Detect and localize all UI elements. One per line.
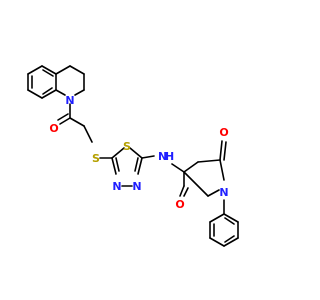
bond: [179, 185, 185, 197]
bond: [209, 237, 225, 247]
bond: [27, 65, 43, 75]
bond: [223, 237, 239, 247]
atom-label-sulfur: S: [123, 140, 131, 153]
bond: [42, 69, 54, 77]
bond: [69, 117, 85, 127]
bond: [183, 161, 199, 173]
bond: [83, 125, 93, 143]
bond: [111, 147, 125, 159]
atom-label-nitrogen: N: [132, 180, 141, 193]
atom-label-nitrogen: N: [219, 186, 228, 199]
atom-label-oxygen: O: [49, 122, 58, 135]
bond: [59, 117, 71, 125]
bond: [209, 213, 225, 223]
bond: [55, 89, 66, 96]
bond: [134, 157, 139, 172]
bond: [74, 89, 85, 96]
bond: [137, 157, 143, 175]
bond: [183, 171, 209, 197]
bond: [57, 113, 69, 121]
atom-label-nitrogen: N: [65, 94, 74, 107]
atom-label-hydrogen: H: [165, 150, 174, 163]
bond: [197, 159, 221, 163]
bond: [42, 87, 53, 95]
atom-label-oxygen: O: [175, 198, 184, 211]
bond: [69, 65, 85, 75]
bond: [207, 189, 220, 197]
bond: [115, 157, 120, 172]
atom-labels: N O S S N N N H O O N: [49, 94, 228, 211]
bond: [219, 140, 223, 161]
bond: [219, 159, 225, 181]
bond: [27, 89, 43, 99]
bond: [183, 187, 189, 197]
atom-label-nitrogen: N: [112, 180, 121, 193]
molecule-diagram: N O S S N N N H O O N: [27, 65, 239, 247]
bond: [111, 157, 117, 175]
bond: [55, 65, 71, 75]
atom-label-nitrogen: N: [158, 150, 167, 163]
bond: [41, 89, 57, 99]
bonds: [27, 65, 239, 247]
bond: [41, 65, 57, 75]
bond: [224, 235, 235, 243]
atom-label-sulfur: S: [92, 152, 100, 165]
bond: [223, 141, 227, 161]
bond: [223, 213, 239, 223]
structure-svg: N O S S N N N H O O N: [27, 65, 239, 247]
bond: [129, 147, 143, 159]
bond: [224, 217, 235, 225]
bond: [141, 155, 155, 159]
bond: [171, 163, 185, 173]
atom-label-oxygen: O: [219, 126, 228, 139]
